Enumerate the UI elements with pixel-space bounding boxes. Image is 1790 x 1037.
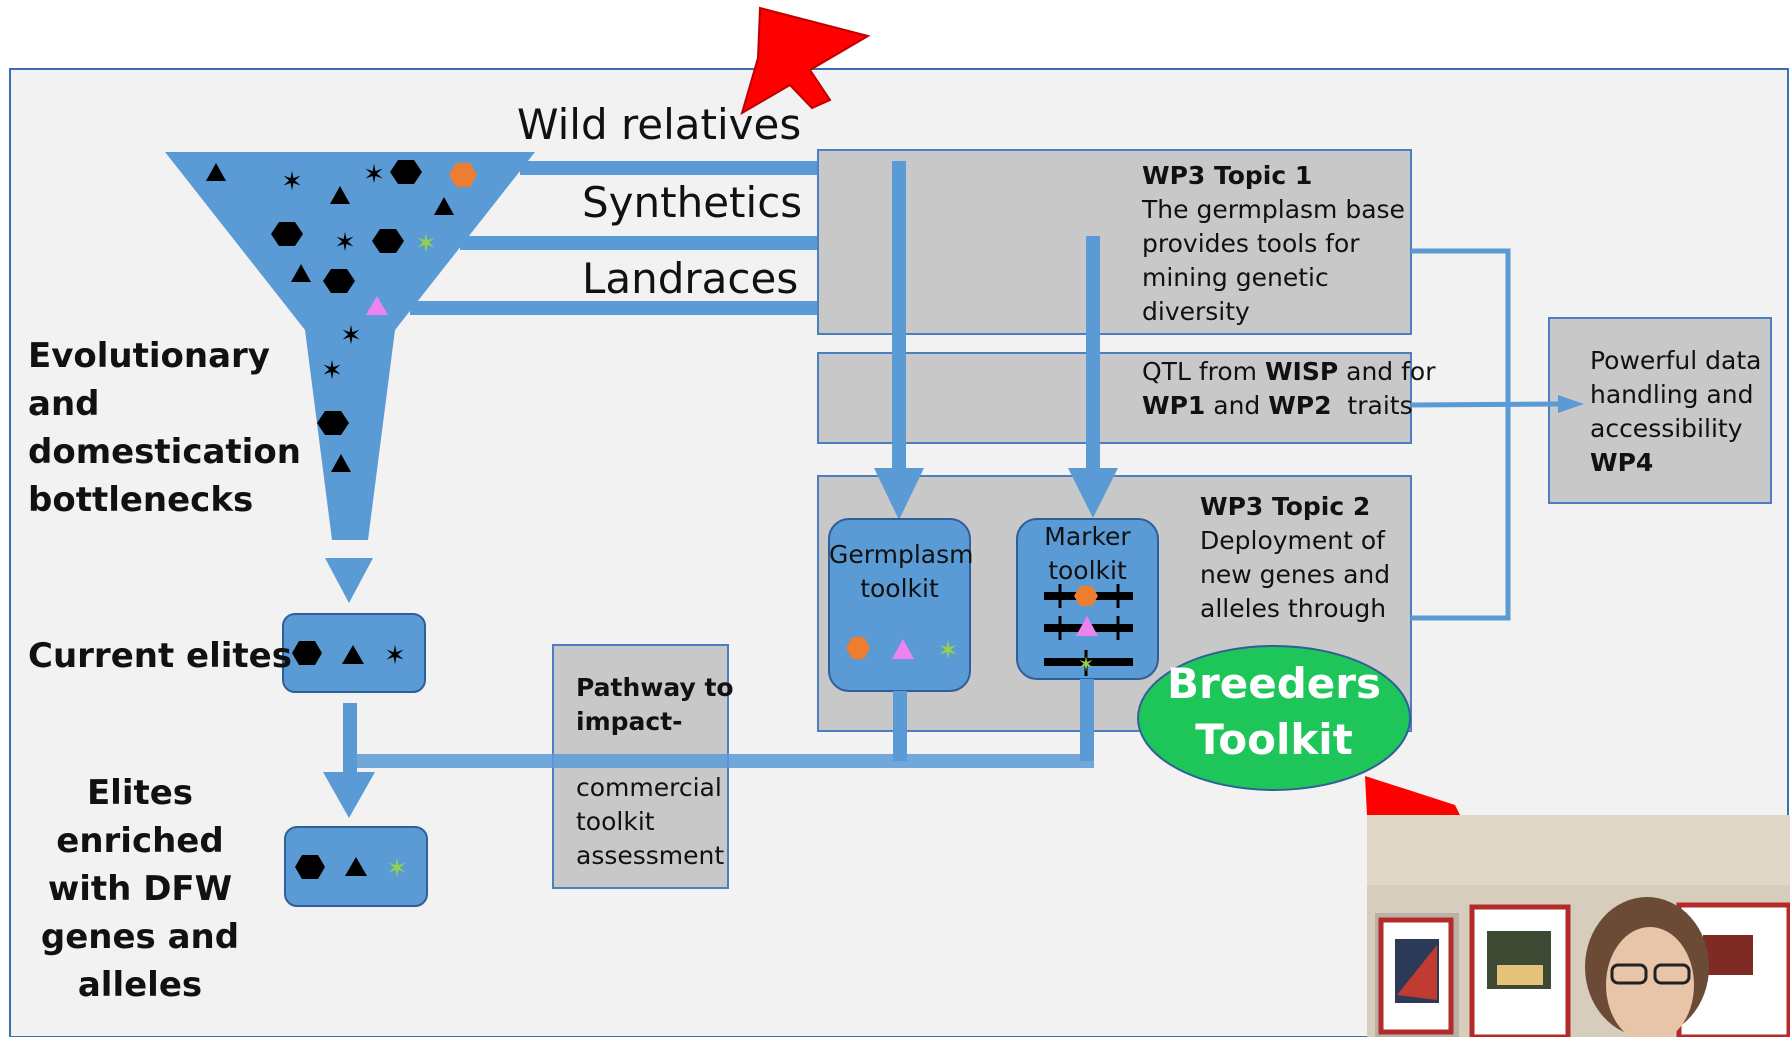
pathway-line: commercial [576,773,722,802]
qtl-wp1: WP1 [1142,391,1206,420]
wp4-text: Powerful data handling and accessibility… [1590,344,1761,480]
svg-text:✶: ✶ [334,228,356,258]
wp3-topic1-line: mining genetic [1142,263,1329,292]
pipe-from-marker [1080,679,1094,761]
breeders-line: Toolkit [1195,715,1353,764]
svg-text:✶: ✶ [386,854,408,884]
arrow-qtl-to-wp4 [1410,401,1561,408]
qtl-wisp: WISP [1264,357,1339,386]
svg-text:✶: ✶ [321,356,343,386]
wp3-topic2-line: new genes and [1200,560,1391,589]
germplasm-toolkit-label: Germplasm toolkit [829,538,974,606]
funnel-shapes: ✶ ✶ ✶ ✶ ✶ [206,160,454,472]
connector-wp4 [1411,248,1511,621]
arrow-to-marker [1068,468,1118,518]
bottleneck-funnel [165,152,535,540]
germplasm-line: toolkit [860,574,939,603]
pathway-text: Pathway to impact- commercial toolkit as… [576,671,734,873]
pink-triangle [366,296,388,315]
qtl-post: and for [1338,357,1436,386]
pipe-return [345,754,1094,768]
label-evolutionary-bottlenecks: Evolutionary and domestication bottlenec… [28,332,301,524]
wp3-topic2-line: Deployment of [1200,526,1385,555]
wp3-topic2-title: WP3 Topic 2 [1200,492,1371,521]
pipe-elite-down [343,703,357,783]
wp3-topic1-line: diversity [1142,297,1250,326]
qtl-and: and [1205,391,1269,420]
evo-line: Evolutionary [28,336,270,376]
qtl-wp2: WP2 [1268,391,1332,420]
qtl-text: QTL from WISP and for WP1 and WP2 traits [1142,355,1435,423]
pipe-landraces [410,301,900,315]
svg-text:✶: ✶ [363,160,385,190]
arrow-to-enriched [323,772,375,818]
breeders-toolkit-ellipse [1137,645,1411,791]
pathway-title: Pathway to [576,673,734,702]
arrow-to-germplasm [874,468,924,520]
label-synthetics: Synthetics [582,178,803,227]
wp4-line: accessibility [1590,414,1743,443]
red-arrow-bottom [1365,776,1460,815]
svg-text:✶: ✶ [937,636,959,666]
qtl-traits: traits [1331,391,1413,420]
pipe-to-germplasm [892,161,906,471]
wp3-topic2-text: WP3 Topic 2 Deployment of new genes and … [1200,490,1390,626]
svg-text:✶: ✶ [384,641,406,671]
orange-hexagon [449,163,477,187]
label-current-elites: Current elites [28,636,292,676]
pathway-title: impact- [576,707,683,736]
red-arrow-top [740,6,871,116]
box-wp4 [1548,317,1772,504]
funnel-down-arrow [325,558,373,603]
wp3-topic1-line: The germplasm base [1142,195,1405,224]
marker-toolkit-label: Marker toolkit [1017,520,1158,588]
box-qtl [817,352,1412,444]
wp3-topic1-text: WP3 Topic 1 The germplasm base provides … [1142,159,1405,329]
enriched-line: Elites [86,773,194,813]
wp3-topic1-title: WP3 Topic 1 [1142,161,1313,190]
marker-line: Marker [1044,522,1131,551]
evo-line: and [28,384,100,424]
evo-line: bottlenecks [28,480,254,520]
enriched-line: with DFW [47,869,233,909]
wp4-line: Powerful data [1590,346,1762,375]
enriched-line: enriched [56,821,224,861]
svg-text:✶: ✶ [1078,652,1095,676]
germplasm-line: Germplasm [829,540,974,569]
label-elites-enriched: Elites enriched with DFW genes and allel… [40,769,240,1009]
breeders-line: Breeders [1167,659,1381,708]
evo-line: domestication [28,432,301,472]
pipe-wild [520,161,906,175]
qtl-pre: QTL from [1142,357,1265,386]
svg-text:✶: ✶ [340,321,362,351]
breeders-toolkit-label: Breeders Toolkit [1140,656,1408,768]
pipe-to-marker [1086,236,1100,471]
wp3-topic1-line: provides tools for [1142,229,1360,258]
marker-line: toolkit [1048,556,1127,585]
wp3-topic2-line: alleles through [1200,594,1387,623]
enriched-line: genes and [40,917,240,957]
label-wild-relatives: Wild relatives [517,100,802,149]
pipe-from-germplasm [893,691,907,761]
box-wp3-topic1 [817,149,1412,335]
wp4-line: handling and [1590,380,1754,409]
enriched-line: alleles [77,965,203,1005]
pathway-line: toolkit [576,807,655,836]
svg-text:✶: ✶ [281,167,303,197]
pathway-line: assessment [576,841,725,870]
green-star: ✶ [415,229,437,259]
webcam-video [1367,815,1790,1037]
wp4-label: WP4 [1590,448,1654,477]
label-landraces: Landraces [582,254,799,303]
